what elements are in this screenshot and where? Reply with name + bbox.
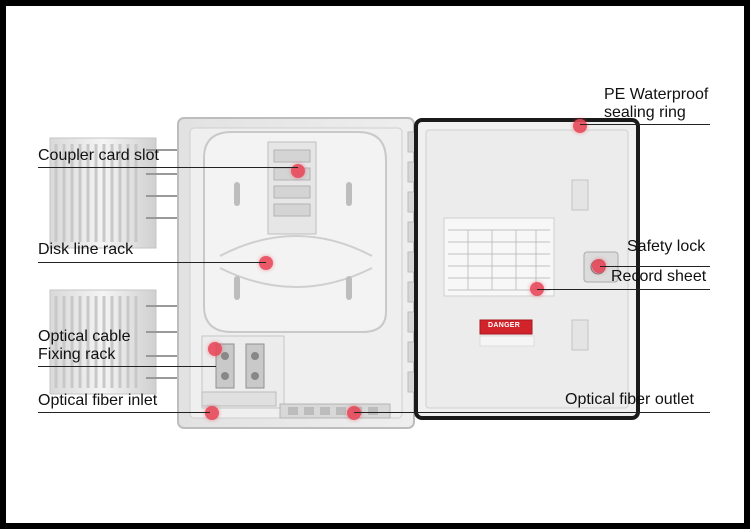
leader-line-fixing-rack [38, 366, 216, 367]
callout-optical-cable: Optical cable [38, 328, 131, 345]
danger-sticker-text: DANGER [488, 322, 521, 329]
leader-line-waterproof [580, 124, 710, 125]
leader-line-outlet [354, 412, 710, 413]
marker-waterproof-ring [573, 119, 587, 133]
callout-fixing-rack: Fixing rack [38, 346, 116, 363]
callout-optical-fiber-inlet: Optical fiber inlet [38, 392, 158, 409]
leader-line-inlet [38, 412, 210, 413]
leader-line-safety-lock [600, 266, 710, 267]
image-frame: DANGER Coupler card slot Disk line rack … [6, 6, 744, 523]
marker-fixing-rack [208, 342, 222, 356]
callout-coupler-card-slot: Coupler card slot [38, 147, 159, 164]
upper-cable-gland [49, 137, 184, 249]
callout-safety-lock: Safety lock [627, 238, 706, 255]
callout-record-sheet: Record sheet [611, 268, 707, 285]
enclosure-door [414, 118, 640, 420]
callout-pe-waterproof: PE Waterproof [604, 86, 709, 103]
marker-safety-lock [592, 259, 606, 273]
leader-line-coupler [38, 167, 298, 168]
enclosure-base [177, 117, 419, 429]
leader-line-disk-rack [38, 262, 266, 263]
fiber-box-illustration [49, 117, 640, 429]
marker-disk-line-rack [259, 256, 273, 270]
marker-fiber-inlet [205, 406, 219, 420]
callout-sealing-ring: sealing ring [604, 104, 686, 121]
lower-cable-gland [49, 289, 184, 395]
callout-disk-line-rack: Disk line rack [38, 241, 134, 258]
marker-fiber-outlet [347, 406, 361, 420]
leader-line-record-sheet [537, 289, 710, 290]
callout-optical-fiber-outlet: Optical fiber outlet [565, 391, 694, 408]
